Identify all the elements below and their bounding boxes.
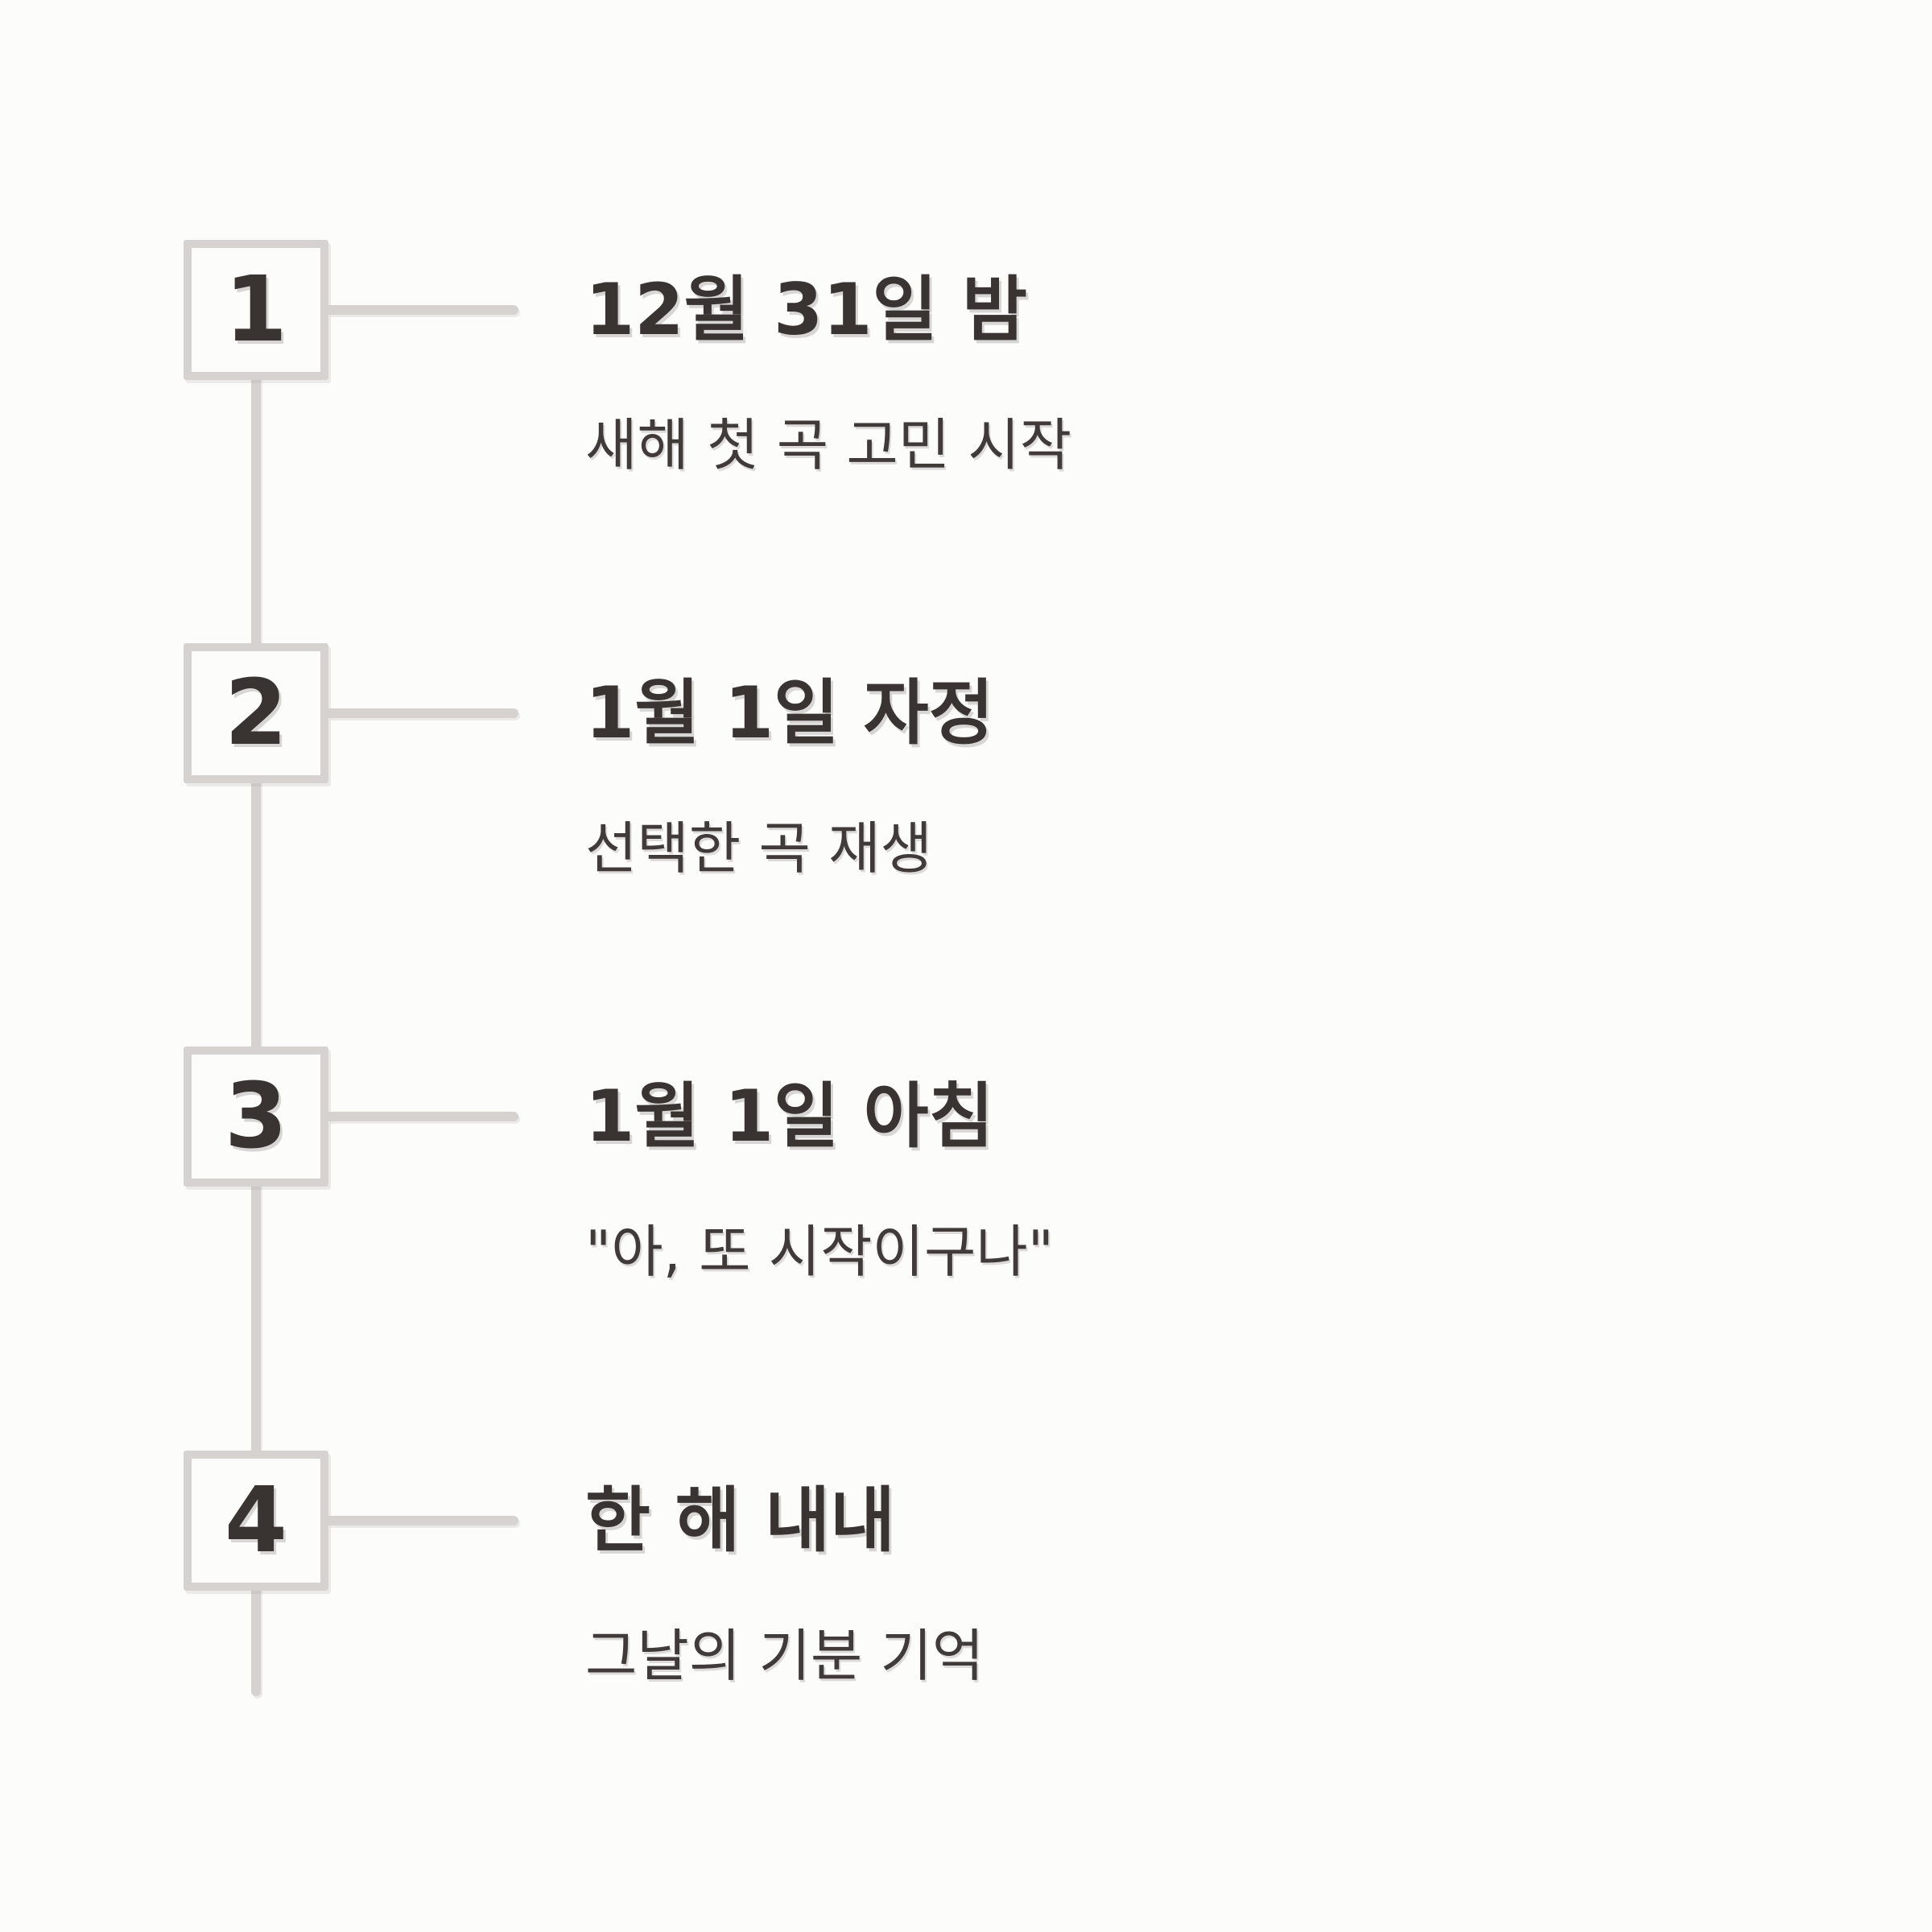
step-3-subtitle: "아, 또 시작이구나" <box>585 1219 1054 1285</box>
step-3-title: 1월 1일 아침 <box>585 1075 994 1158</box>
step-3-box: 3 <box>184 1046 328 1187</box>
step-2-subtitle-row: 선택한 곡 재생 <box>585 800 932 897</box>
step-3-title-row: 1월 1일 아침 <box>585 1046 994 1187</box>
step-4-number: 4 <box>225 1468 287 1573</box>
step-2-subtitle: 선택한 곡 재생 <box>585 815 932 881</box>
step-2-connector-line <box>328 708 518 718</box>
step-3-number: 3 <box>225 1064 287 1169</box>
step-4-subtitle-row: 그날의 기분 기억 <box>585 1608 984 1704</box>
step-1-subtitle-row: 새해 첫 곡 고민 시작 <box>585 397 1071 493</box>
step-1-subtitle: 새해 첫 곡 고민 시작 <box>585 412 1072 478</box>
step-4-title-row: 한 해 내내 <box>585 1451 895 1591</box>
step-1-title-row: 12월 31일 밤 <box>585 240 1027 380</box>
step-2-box: 2 <box>184 643 328 783</box>
step-2-number: 2 <box>225 661 287 766</box>
step-4-subtitle: 그날의 기분 기억 <box>585 1623 985 1689</box>
step-2-title-row: 1월 1일 자정 <box>585 643 994 783</box>
step-1-title: 12월 31일 밤 <box>585 268 1028 351</box>
step-2-title: 1월 1일 자정 <box>585 671 994 754</box>
step-4-title: 한 해 내내 <box>585 1479 896 1562</box>
step-1-connector-line <box>328 305 518 315</box>
step-4-box: 4 <box>184 1451 328 1591</box>
step-1-box: 1 <box>184 240 328 380</box>
step-1-number: 1 <box>225 258 287 362</box>
step-4-connector-line <box>328 1516 518 1525</box>
step-3-connector-line <box>328 1112 518 1121</box>
step-3-subtitle-row: "아, 또 시작이구나" <box>585 1203 1054 1300</box>
